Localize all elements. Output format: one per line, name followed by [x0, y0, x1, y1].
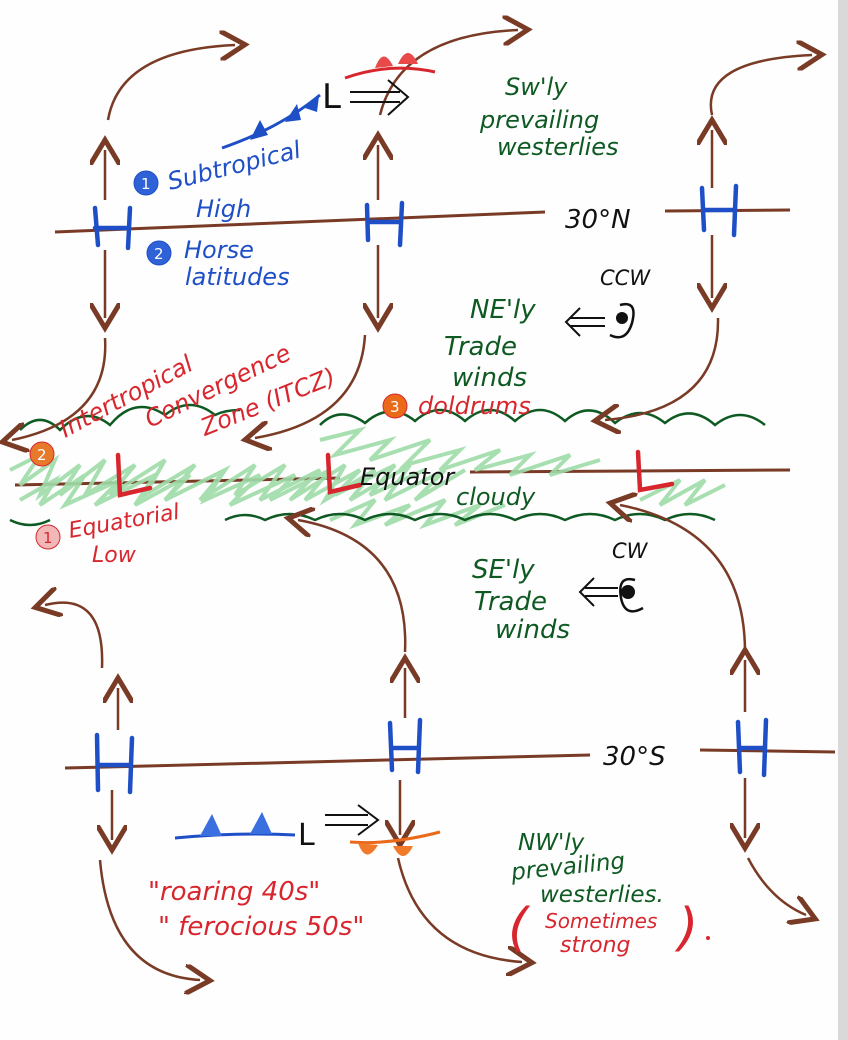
label-ccw: CCW [600, 266, 651, 290]
arrow-trade-west [12, 337, 107, 440]
arrow-upper-west [106, 45, 235, 121]
label-low: Low [92, 543, 137, 568]
low-symbol-center [325, 452, 363, 495]
svg-text:2: 2 [154, 245, 164, 263]
arrow-lower-west [98, 859, 200, 980]
page-edge [838, 0, 848, 1040]
high-symbol-south-center [387, 717, 423, 775]
arrow-trade-center [255, 334, 367, 438]
arrow-lower-east [746, 857, 806, 915]
front-low-south: L [298, 818, 315, 853]
label-ne-trades-1: NE'ly [470, 295, 536, 325]
label-30n: 30°N [565, 205, 631, 235]
label-ne-trades-3: winds [452, 363, 527, 393]
label-nh-westerlies-2: prevailing [479, 106, 599, 134]
arrow-lower-center [396, 857, 522, 962]
svg-text:1: 1 [43, 529, 53, 547]
arrow-south-upper-west [45, 603, 104, 669]
label-30s: 30°S [603, 742, 666, 772]
marker-itcz: 2 [29, 441, 55, 467]
label-equator: Equator [360, 463, 456, 491]
arrow-upper-east [709, 55, 812, 116]
label-se-trades-2: Trade [474, 587, 547, 617]
label-nh-westerlies-1: Sw'ly [505, 73, 568, 101]
warm-front-north [344, 66, 436, 80]
low-symbol-east [635, 449, 675, 493]
svg-text:3: 3 [390, 398, 400, 416]
label-cw: CW [612, 539, 649, 563]
high-symbol-north-east [699, 183, 739, 238]
label-sh-westerlies-3: westerlies. [540, 882, 664, 908]
warm-front-south-semicircles [358, 843, 413, 856]
label-latitudes: latitudes [185, 263, 290, 291]
arrow-trade-east [605, 317, 720, 420]
marker-equatorial-low: 1 [35, 524, 61, 550]
marker-subtropical-high: 1 [133, 170, 159, 196]
warm-front-north-semicircles [375, 53, 418, 68]
marker-doldrums: 3 [382, 393, 408, 419]
arrow-upper-center [378, 30, 518, 116]
arrow-south-trade-east [620, 505, 747, 653]
circulation-arrows [12, 30, 812, 980]
label-sh-westerlies-1: NW'ly [518, 830, 585, 856]
label-se-trades-3: winds [495, 615, 570, 645]
label-ferocious-50s: " ferocious 50s" [158, 912, 364, 942]
label-horse: Horse [184, 236, 254, 264]
low-symbol-west [115, 452, 153, 498]
cold-front-north [221, 93, 321, 150]
svg-text:1: 1 [141, 175, 151, 193]
ccw-curl-icon [564, 302, 635, 339]
marker-horse-latitudes: 2 [146, 240, 172, 266]
cold-front-south-triangles [200, 812, 272, 836]
high-symbol-south-west [94, 732, 135, 795]
front-low-north: L [322, 77, 341, 117]
label-high: High [196, 195, 251, 223]
svg-text:2: 2 [37, 446, 47, 464]
cw-curl-icon [578, 577, 644, 613]
latitude-line-30n [54, 210, 546, 234]
cold-front-north-triangles [250, 96, 319, 140]
label-strong: strong [560, 933, 631, 958]
front-motion-arrow-south [325, 804, 380, 836]
paren-open: ( [508, 898, 531, 958]
arrow-south-trade-center [298, 520, 407, 653]
warm-front-south [349, 830, 441, 845]
label-se-trades-1: SE'ly [472, 555, 535, 585]
front-motion-arrow-north [350, 79, 410, 116]
paren-close: ) [674, 898, 698, 958]
high-symbol-north-west [92, 205, 133, 251]
label-equatorial: Equatorial [67, 500, 182, 544]
high-symbol-north-center [364, 200, 405, 248]
cloud-band [9, 426, 726, 530]
latitude-line-30s-east [699, 748, 836, 754]
label-sometimes: Sometimes [545, 909, 657, 933]
period-dot [706, 936, 710, 940]
label-ne-trades-2: Trade [444, 332, 517, 362]
high-symbol-south-east [735, 717, 769, 778]
label-doldrums: doldrums [418, 392, 531, 420]
cold-front-south [174, 832, 296, 840]
label-nh-westerlies-3: westerlies [497, 133, 619, 161]
label-cloudy: cloudy [456, 483, 536, 511]
latitude-line-30s [64, 753, 591, 770]
label-roaring-40s: "roaring 40s" [148, 877, 320, 907]
